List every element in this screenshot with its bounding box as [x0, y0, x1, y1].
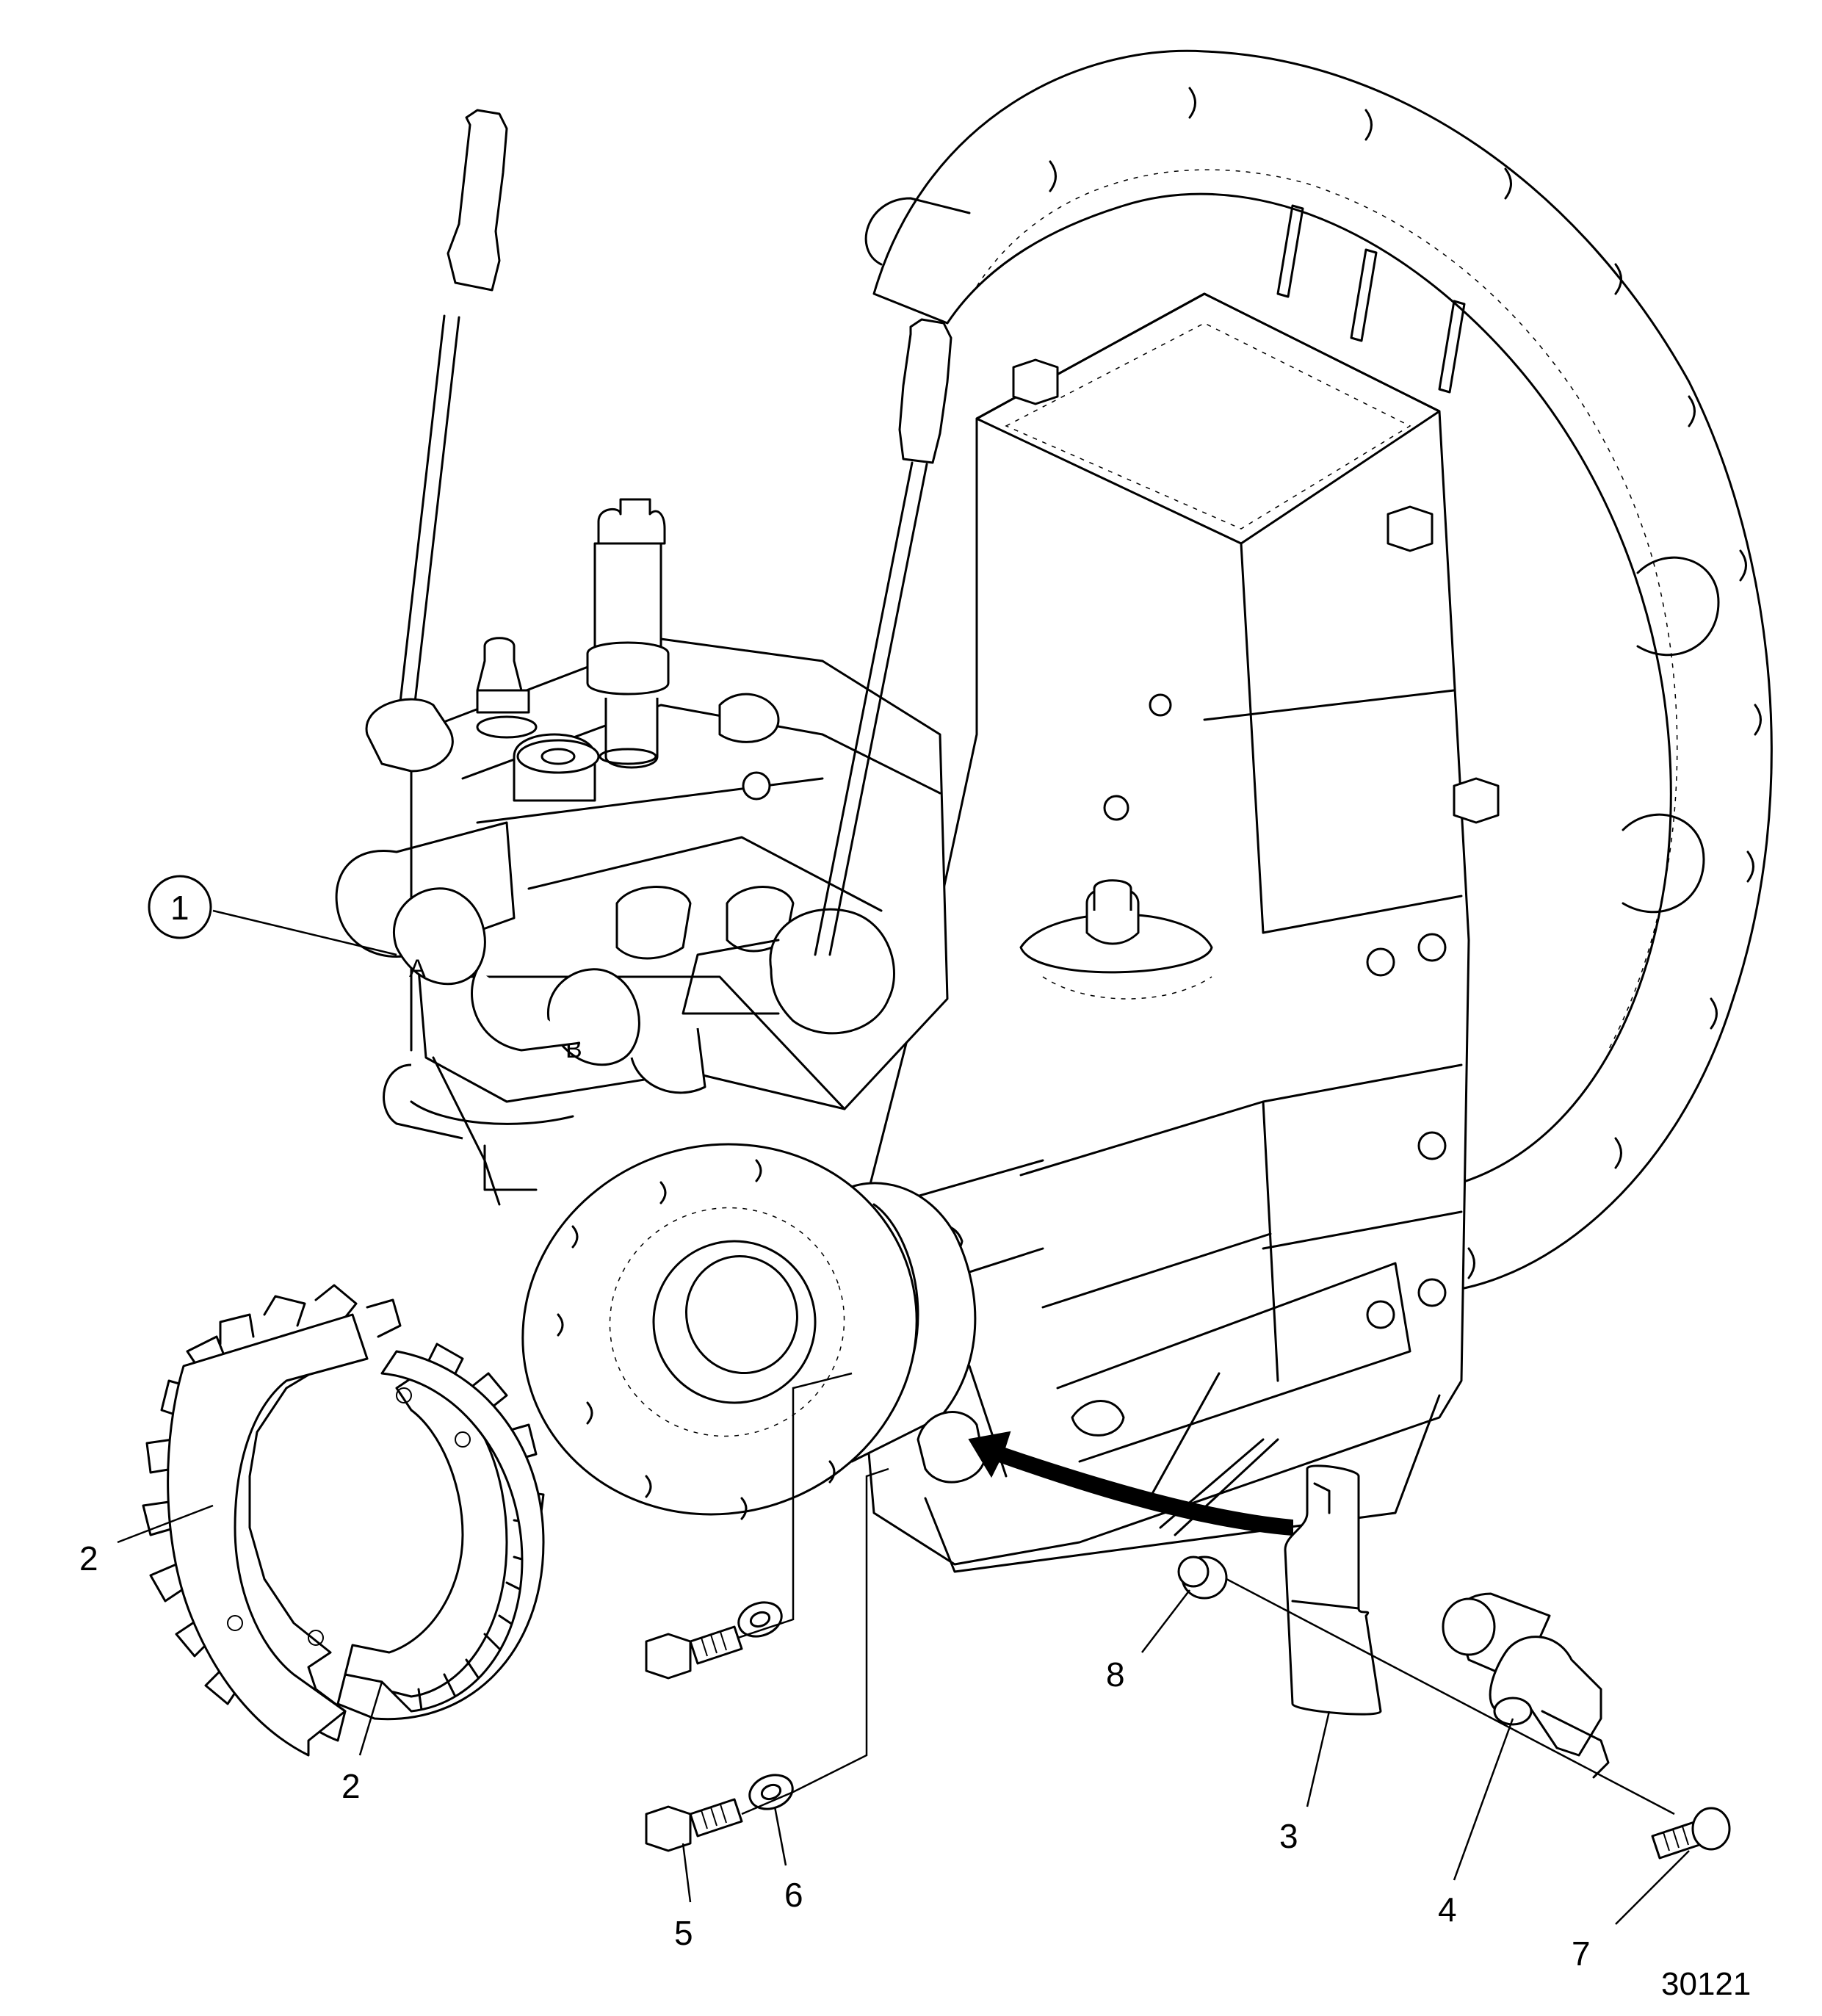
callout-5: 5: [674, 1914, 693, 1952]
callout-1-circle: [148, 875, 212, 939]
cable-plug-right: [814, 318, 952, 956]
sensor-screw: [1651, 1807, 1731, 1860]
bolt-upper: [645, 1625, 743, 1680]
callout-leaders: [117, 909, 1690, 1925]
bolt-lower: [645, 1798, 743, 1852]
sensor-ring-half-upper: [142, 1284, 402, 1757]
washer-upper: [737, 1601, 783, 1638]
assembly-path-upper: [737, 1372, 853, 1639]
sensor-ring-half-lower: [227, 1343, 545, 1721]
callout-8: 8: [1106, 1655, 1125, 1694]
plug-small: [1177, 1556, 1228, 1600]
assembly-path-sensor: [1226, 1578, 1675, 1816]
washer-lower: [748, 1774, 794, 1810]
speed-sensor: [1442, 1592, 1610, 1779]
installation-arrow: [968, 1431, 1293, 1536]
callout-7: 7: [1572, 1934, 1591, 1973]
output-flange: [521, 1143, 977, 1520]
cable-plug-left: [365, 109, 508, 773]
port-label-a: A: [409, 955, 426, 983]
callout-2-lower: 2: [341, 1767, 361, 1805]
small-breather-fitting: [476, 637, 538, 739]
control-valve-block: A B: [335, 637, 949, 1206]
callout-3: 3: [1279, 1817, 1298, 1855]
sensor-bracket: [1284, 1464, 1382, 1716]
callout-6: 6: [784, 1876, 803, 1914]
callout-1: 1: [170, 889, 189, 927]
flywheel-housing-ring: [864, 49, 1773, 1294]
callout-4: 4: [1438, 1890, 1457, 1929]
solenoid-sensor-center: [586, 498, 670, 769]
assembly-path-lower: [741, 1467, 889, 1816]
callout-2-upper: 2: [79, 1539, 98, 1578]
figure-number: 30121: [1661, 1966, 1751, 2002]
